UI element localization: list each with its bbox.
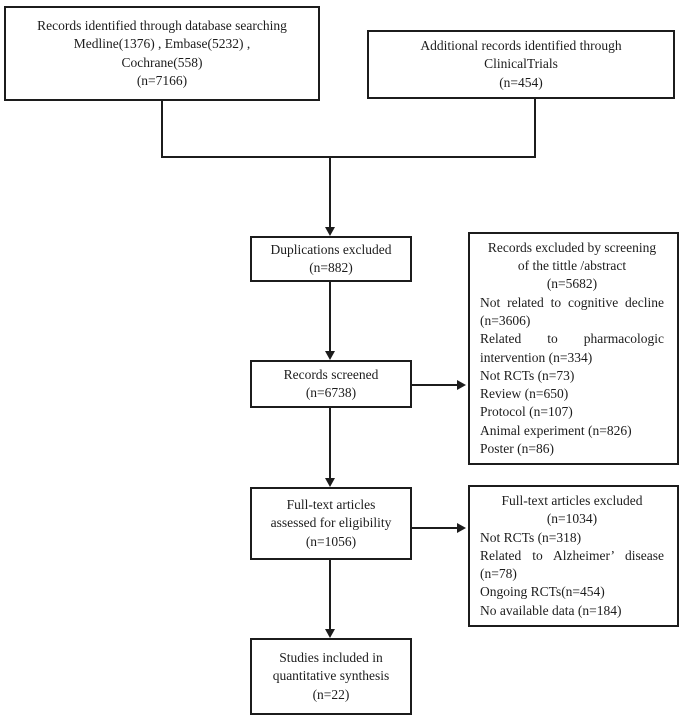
records-excluded-item: Not related to cognitive decline (n=3606… bbox=[480, 294, 664, 328]
flow-line-fulltext-to-excluded bbox=[412, 527, 458, 529]
flow-line-right-drop bbox=[534, 98, 536, 158]
box-duplications-excluded-count: (n=882) bbox=[309, 260, 353, 275]
fulltext-excluded-item: No available data (n=184) bbox=[480, 602, 622, 618]
arrowhead-down-screened bbox=[325, 351, 335, 360]
box-additional-records-count: (n=454) bbox=[499, 74, 543, 90]
flow-line-to-duplications bbox=[329, 156, 331, 228]
fulltext-excluded-item: Ongoing RCTs(n=454) bbox=[480, 584, 605, 600]
records-excluded-item: Poster (n=86) bbox=[480, 440, 554, 456]
flow-line-merge bbox=[161, 156, 536, 158]
records-excluded-item: Animal experiment (n=826) bbox=[480, 422, 632, 438]
flow-line-screened-to-excluded bbox=[412, 384, 458, 386]
fulltext-excluded-item: Related to Alzheimer’ disease (n=78) bbox=[480, 547, 664, 582]
flow-line-left-drop bbox=[161, 100, 163, 158]
box-fulltext-assessed-line-1: Full-text articles bbox=[286, 497, 376, 513]
arrowhead-down-duplications bbox=[325, 227, 335, 236]
box-studies-included-count: (n=22) bbox=[312, 686, 350, 702]
box-records-identified-count: (n=7166) bbox=[136, 72, 188, 88]
box-duplications-excluded: Duplications excluded (n=882) bbox=[250, 236, 412, 282]
records-excluded-item: Review (n=650) bbox=[480, 386, 569, 402]
box-additional-records-line-2: ClinicalTrials bbox=[484, 56, 558, 72]
arrowhead-down-fulltext bbox=[325, 478, 335, 487]
box-additional-records: Additional records identified through Cl… bbox=[367, 30, 675, 99]
box-records-excluded-title-2: of the tittle /abstract bbox=[517, 258, 627, 274]
box-records-screened: Records screened (n=6738) bbox=[250, 360, 412, 408]
records-excluded-item: Not RCTs (n=73) bbox=[480, 367, 575, 383]
box-records-identified-line-3: Cochrane(558) bbox=[121, 54, 203, 70]
box-fulltext-excluded: Full-text articles excluded (n=1034) Not… bbox=[468, 485, 679, 627]
fulltext-excluded-item: Not RCTs (n=318) bbox=[480, 529, 582, 545]
box-studies-included: Studies included in quantitative synthes… bbox=[250, 638, 412, 715]
flow-line-to-screened bbox=[329, 281, 331, 352]
box-records-excluded-title-1: Records excluded by screening bbox=[487, 239, 657, 255]
box-fulltext-assessed: Full-text articles assessed for eligibil… bbox=[250, 487, 412, 560]
box-duplications-excluded-line-1: Duplications excluded bbox=[270, 241, 392, 257]
box-additional-records-line-1: Additional records identified through bbox=[420, 38, 622, 54]
box-fulltext-assessed-count: (n=1056) bbox=[305, 533, 357, 549]
arrowhead-right-records-excluded bbox=[457, 380, 466, 390]
box-records-identified: Records identified through database sear… bbox=[4, 6, 320, 101]
box-records-screened-count: (n=6738) bbox=[305, 385, 357, 400]
arrowhead-right-fulltext-excluded bbox=[457, 523, 466, 533]
box-records-excluded: Records excluded by screening of the tit… bbox=[468, 232, 679, 465]
box-fulltext-excluded-title: Full-text articles excluded bbox=[501, 492, 643, 508]
box-fulltext-assessed-line-2: assessed for eligibility bbox=[270, 515, 392, 531]
box-studies-included-line-1: Studies included in bbox=[279, 650, 383, 666]
box-fulltext-excluded-count: (n=1034) bbox=[546, 511, 598, 527]
box-records-identified-line-2: Medline(1376) , Embase(5232) , bbox=[73, 36, 251, 52]
arrowhead-down-included bbox=[325, 629, 335, 638]
records-excluded-item: Protocol (n=107) bbox=[480, 404, 573, 420]
box-records-identified-line-1: Records identified through database sear… bbox=[37, 17, 287, 33]
flow-line-to-included bbox=[329, 559, 331, 630]
box-records-excluded-count: (n=5682) bbox=[546, 276, 598, 292]
flow-line-to-fulltext bbox=[329, 407, 331, 480]
box-records-screened-line-1: Records screened bbox=[283, 366, 379, 382]
box-studies-included-line-2: quantitative synthesis bbox=[272, 668, 390, 684]
records-excluded-item: Related to pharmacologic intervention (n… bbox=[480, 331, 664, 365]
